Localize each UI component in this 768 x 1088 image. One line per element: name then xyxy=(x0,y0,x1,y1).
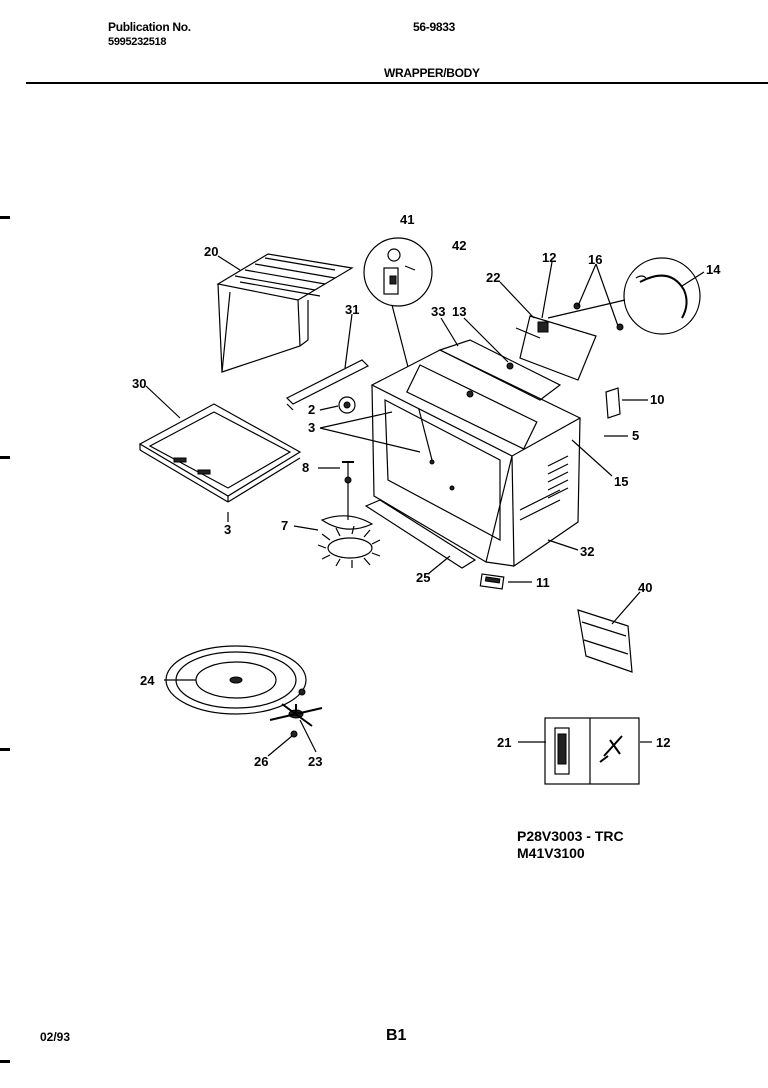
callout-31: 31 xyxy=(345,302,359,317)
part-turntable xyxy=(165,645,307,715)
callout-3-upper: 3 xyxy=(308,420,315,435)
callout-32: 32 xyxy=(580,544,594,559)
callout-7: 7 xyxy=(281,518,288,533)
callout-11: 11 xyxy=(536,575,550,590)
callout-30: 30 xyxy=(132,376,146,391)
callout-5: 5 xyxy=(632,428,639,443)
callout-41: 41 xyxy=(400,212,414,227)
callout-8: 8 xyxy=(302,460,309,475)
part-lower-rail xyxy=(364,499,477,569)
part-upper-rail xyxy=(285,359,370,411)
part-small-bracket xyxy=(338,396,356,414)
callout-22: 22 xyxy=(486,270,500,285)
callout-40: 40 xyxy=(638,580,652,595)
part-foot xyxy=(479,573,505,590)
part-tray-frame xyxy=(138,403,302,503)
publication-number: 5995232518 xyxy=(108,36,167,48)
part-side-clip xyxy=(605,387,621,419)
publication-label: Publication No. xyxy=(108,20,191,34)
callout-12-upper: 12 xyxy=(542,250,556,265)
footer-page-number: B1 xyxy=(386,1027,407,1044)
callout-33: 33 xyxy=(431,304,445,319)
callout-3-lower: 3 xyxy=(224,522,231,537)
part-roller-support xyxy=(269,688,323,738)
part-main-cavity xyxy=(370,339,582,568)
part-latch-detail xyxy=(363,237,433,461)
callout-2: 2 xyxy=(308,402,315,417)
part-bracket-assembly xyxy=(515,299,626,381)
callout-16: 16 xyxy=(588,252,602,267)
edge-mark xyxy=(0,1060,10,1063)
callout-14: 14 xyxy=(706,262,721,277)
edge-mark xyxy=(0,216,10,219)
callout-10: 10 xyxy=(650,392,664,407)
model-numbers: P28V3003 - TRC M41V3100 xyxy=(517,828,624,862)
part-stirrer-shaft xyxy=(342,461,354,500)
header-rule xyxy=(26,82,768,84)
model-line-2: M41V3100 xyxy=(517,845,585,861)
edge-mark xyxy=(0,456,10,459)
part-kit-box xyxy=(544,717,640,785)
callout-12-lower: 12 xyxy=(656,735,670,750)
section-title: WRAPPER/BODY xyxy=(384,66,480,80)
part-top-cover xyxy=(216,253,354,373)
callout-13: 13 xyxy=(452,304,466,319)
edge-mark xyxy=(0,748,10,751)
part-stirrer-fan xyxy=(317,500,381,568)
callout-21: 21 xyxy=(497,735,511,750)
callout-15: 15 xyxy=(614,474,628,489)
callout-26: 26 xyxy=(254,754,268,769)
leader-lines xyxy=(145,255,705,757)
callout-23: 23 xyxy=(308,754,322,769)
model-line-1: P28V3003 - TRC xyxy=(517,828,624,844)
footer-date: 02/93 xyxy=(40,1030,71,1044)
part-wire-detail xyxy=(623,257,701,335)
callout-labels: 41 42 20 31 33 13 22 12 16 14 30 2 3 10 … xyxy=(132,212,721,769)
part-screw xyxy=(506,362,514,370)
part-shield-plate xyxy=(577,609,633,673)
callout-42: 42 xyxy=(452,238,466,253)
callout-25: 25 xyxy=(416,570,430,585)
callout-20: 20 xyxy=(204,244,218,259)
callout-24: 24 xyxy=(140,673,155,688)
document-code: 56-9833 xyxy=(413,20,455,34)
